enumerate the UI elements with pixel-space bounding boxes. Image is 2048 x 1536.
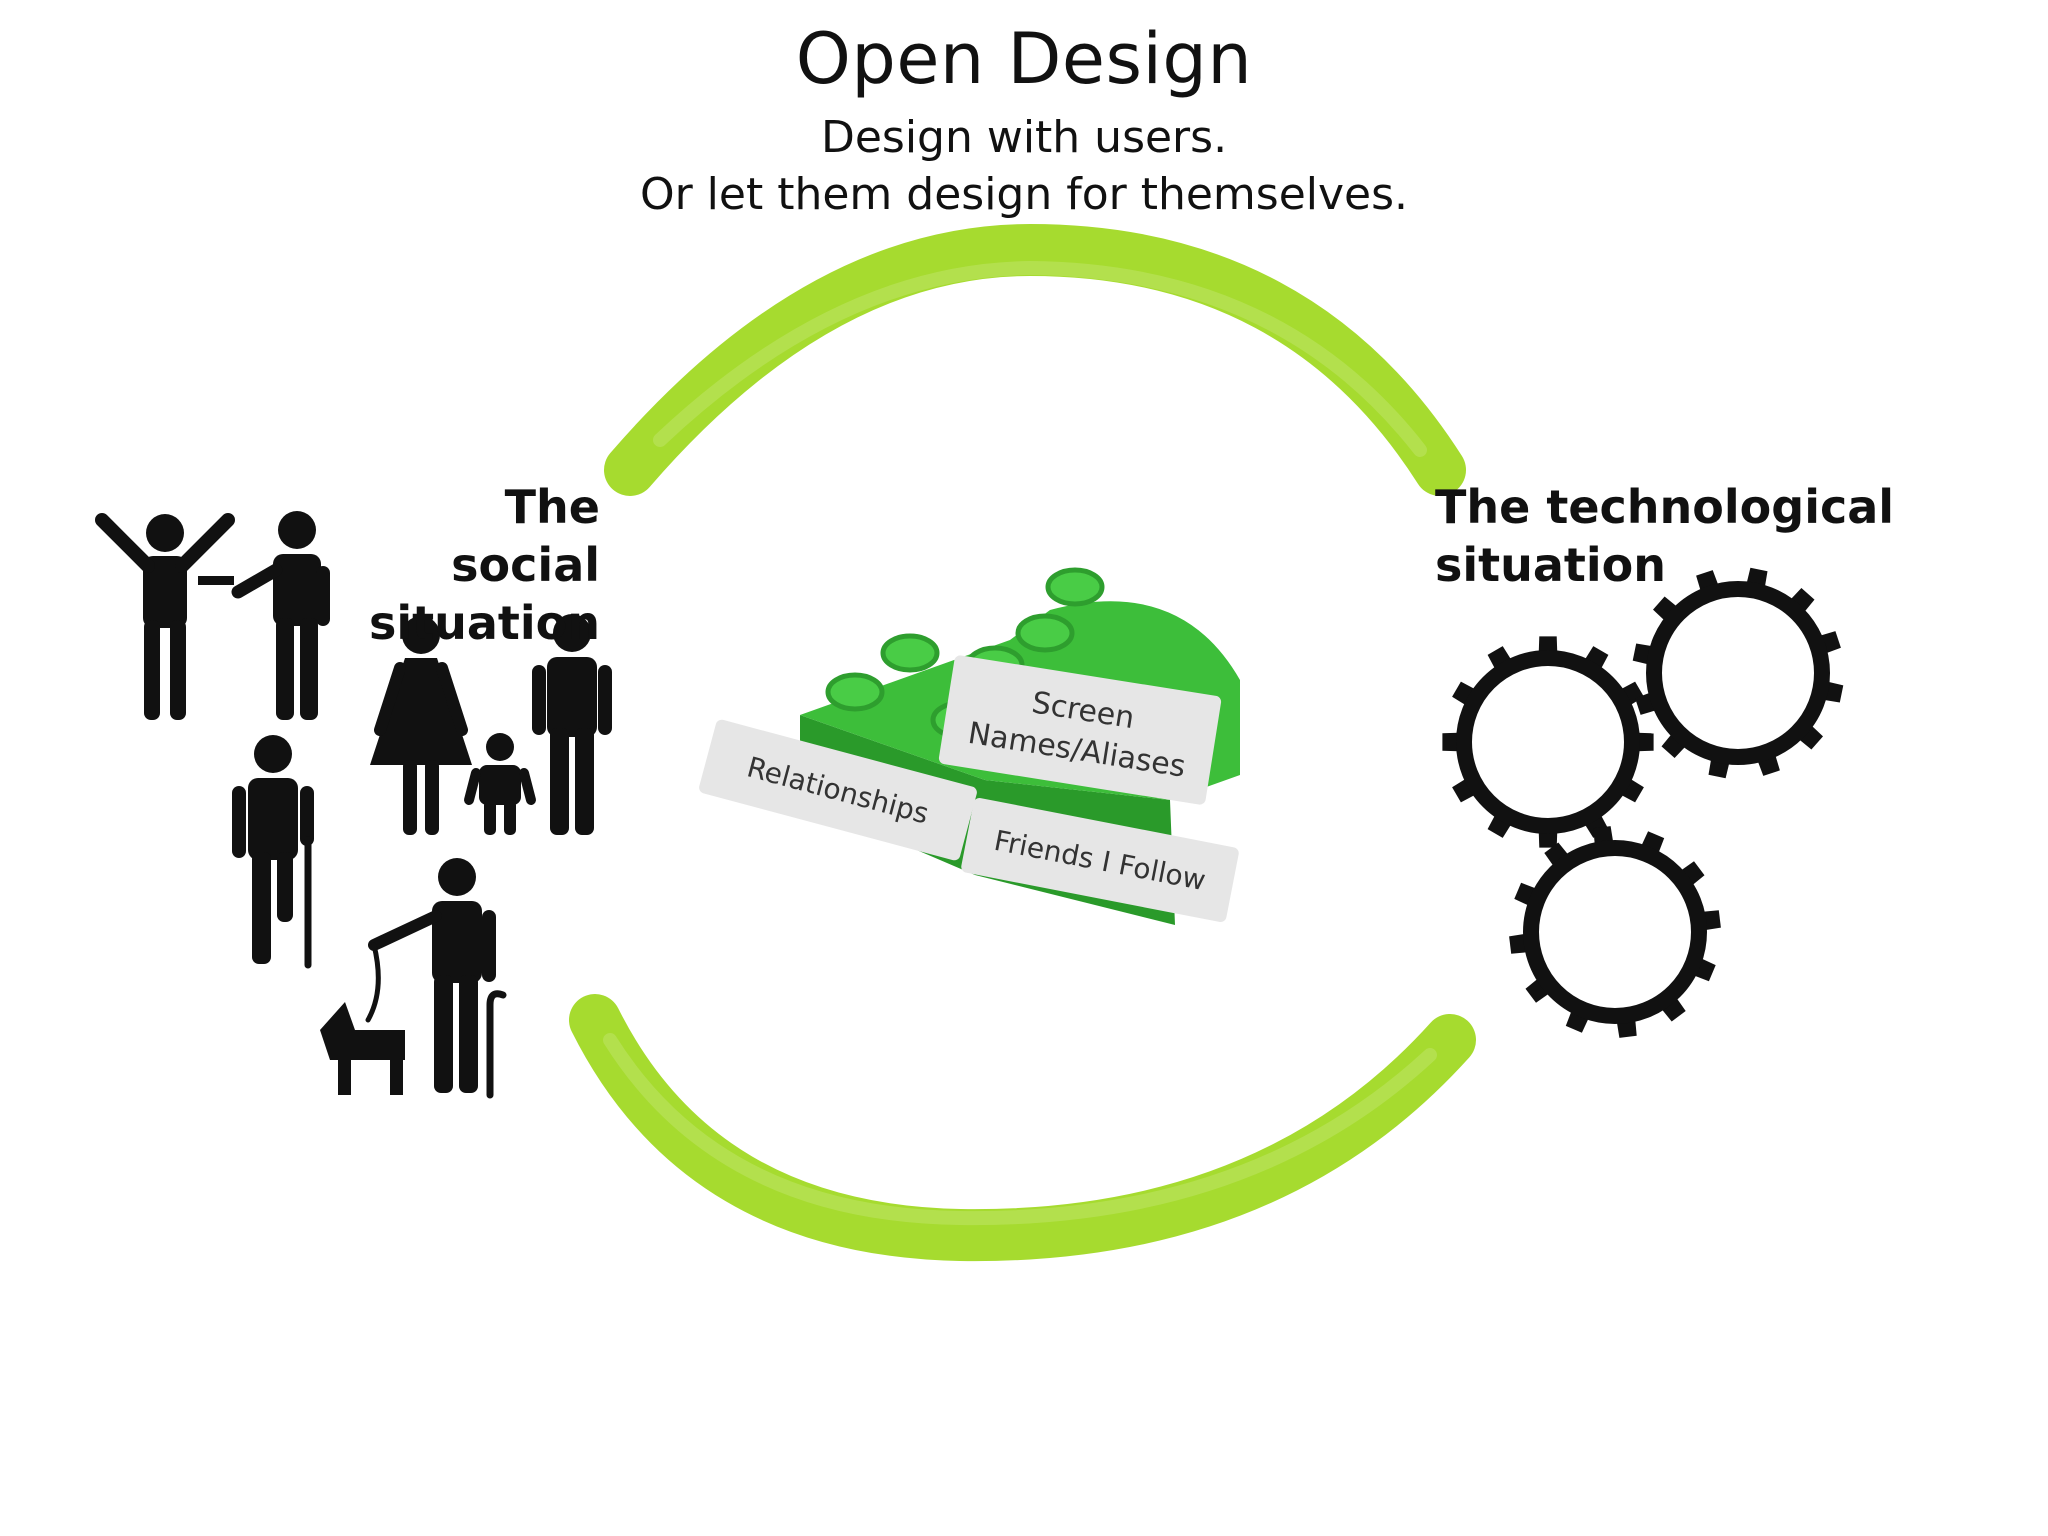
gear-ring [1654,589,1822,757]
social-label-line-2: situation [355,594,600,652]
gears-icon [1442,568,1843,1038]
technological-situation-label: The technological situation [1435,478,1955,594]
person-arms-up-icon [102,514,228,720]
person-child-icon [469,733,531,835]
tech-label-line-2: situation [1435,536,1955,594]
tech-label-line-1: The technological [1435,478,1955,536]
person-gun-icon [198,511,330,720]
person-cane-icon [232,735,314,965]
social-situation-label: The social situation [355,478,600,652]
gear-ring [1464,658,1632,826]
lego-brick-icon: Screen Names/Aliases Relationships Frien… [698,570,1240,925]
gear-icon [1509,826,1721,1038]
gear-icon [1442,636,1653,847]
social-label-line-1: The social [355,478,600,594]
gear-icon [1633,568,1844,779]
person-dog-icon [320,858,503,1095]
gear-ring [1531,848,1699,1016]
